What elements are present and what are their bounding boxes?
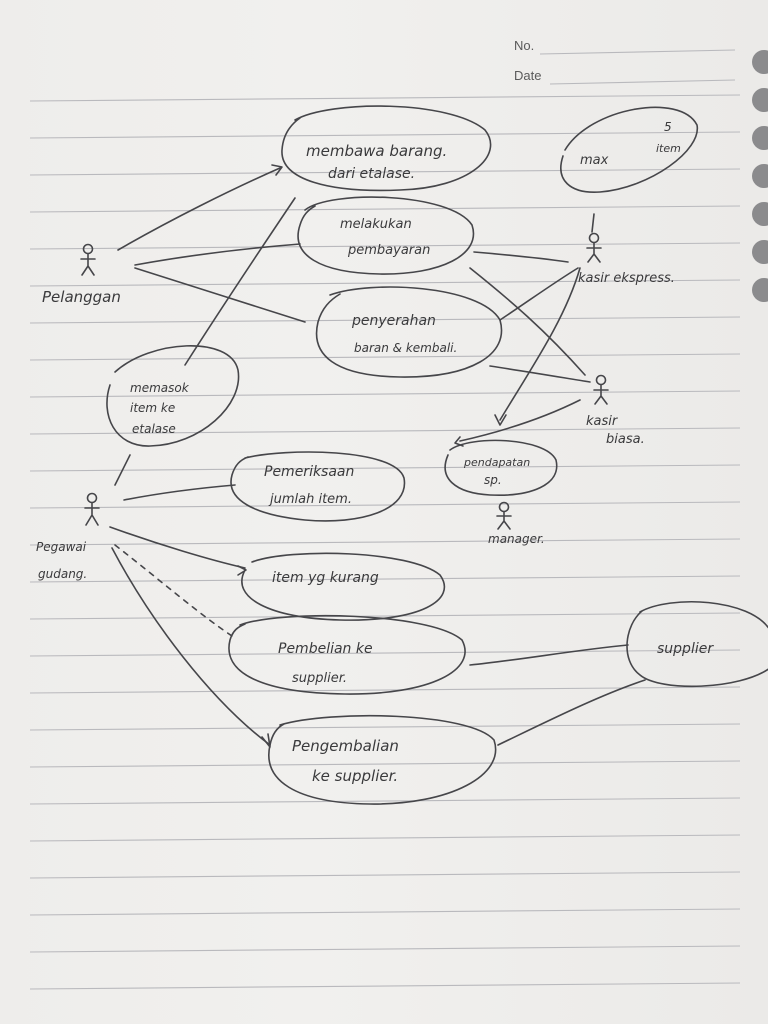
actor-kasir-biasa-label-1: kasir — [586, 414, 619, 429]
ellipse-item-kurang — [241, 552, 446, 621]
ellipse-memasok — [106, 345, 240, 447]
ellipse-pengembalian — [268, 714, 497, 805]
usecase-pembelian-line1: Pembelian ke — [278, 641, 373, 657]
usecase-pengembalian-line2: ke supplier. — [312, 767, 398, 785]
usecase-pendapatan-line1: pendapatan — [463, 456, 530, 469]
usecase-penyerahan-line2: baran & kembali. — [354, 341, 457, 355]
usecase-pemeriksaan-line1: Pemeriksaan — [264, 464, 354, 480]
use-case-ellipses — [106, 105, 768, 805]
ellipse-supplier — [626, 600, 768, 688]
usecase-membawa-barang-line1: membawa barang. — [306, 142, 447, 160]
ellipse-membawa-barang — [281, 105, 492, 192]
usecase-memasok-line2: item ke — [130, 401, 175, 415]
ellipse-melakukan-pembayaran — [297, 196, 475, 275]
actor-supplier-label: supplier — [657, 641, 714, 657]
ellipse-pembelian — [228, 614, 466, 695]
actor-pelanggan-label: Pelanggan — [42, 288, 121, 306]
actor-kasir-biasa-label-2: biasa. — [606, 432, 645, 447]
actor-pelanggan-icon — [80, 243, 96, 276]
usecase-max-item-line2: item — [656, 142, 681, 155]
ellipse-pendapatan — [444, 439, 558, 496]
usecase-pembelian-line2: supplier. — [292, 671, 347, 686]
usecase-item-kurang: item yg kurang — [272, 570, 379, 586]
actor-manager-icon — [496, 501, 512, 530]
ruled-lines — [29, 49, 741, 990]
usecase-pengembalian-line1: Pengembalian — [292, 737, 399, 755]
actor-pegawai-gudang-label-1: Pegawai — [36, 540, 87, 554]
usecase-melakukan-pembayaran-line1: melakukan — [340, 217, 412, 232]
actor-kasir-ekspress-label: kasir ekspress. — [578, 271, 675, 286]
actor-pegawai-gudang-icon — [84, 492, 100, 526]
date-label: Date — [514, 68, 541, 83]
ellipse-penyerahan — [315, 286, 503, 378]
ellipse-pemeriksaan — [230, 451, 406, 522]
usecase-melakukan-pembayaran-line2: pembayaran — [347, 243, 430, 258]
usecase-penyerahan-line1: penyerahan — [351, 313, 436, 329]
usecase-memasok-line3: etalase — [132, 422, 176, 436]
usecase-membawa-barang-line2: dari etalase. — [328, 166, 415, 182]
usecase-max-item-line1: max — [580, 153, 609, 168]
actor-kasir-ekspress-icon — [586, 232, 602, 263]
ellipse-max-item — [560, 106, 698, 193]
usecase-max-item-number: 5 — [664, 120, 672, 134]
no-label: No. — [514, 38, 534, 53]
usecase-memasok-line1: memasok — [130, 381, 190, 395]
association-lines — [109, 164, 646, 748]
binding-holes — [752, 50, 768, 302]
actor-manager-label: manager. — [488, 532, 545, 546]
usecase-pemeriksaan-line2: jumlah item. — [268, 492, 352, 507]
actor-pegawai-gudang-label-2: gudang. — [38, 567, 87, 581]
actor-kasir-biasa-icon — [593, 374, 609, 405]
usecase-pendapatan-line2: sp. — [484, 473, 502, 487]
